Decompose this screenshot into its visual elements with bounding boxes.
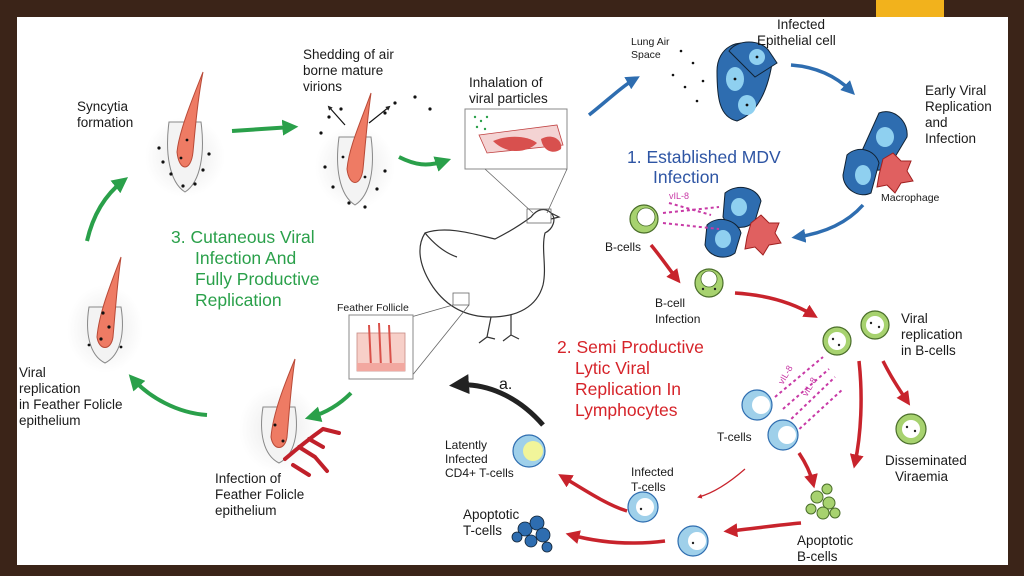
- label-feather-follicle: Feather Follicle: [337, 302, 409, 314]
- b-cell-infection: [694, 268, 724, 298]
- follicle-infection: [239, 358, 341, 477]
- label-vil8-3: vIL-8: [800, 376, 819, 398]
- vil8-dashes-2: [774, 356, 844, 434]
- t-cells: [741, 389, 799, 451]
- label-t-cells: T-cells: [717, 430, 752, 444]
- b-cells-replication: [822, 310, 890, 356]
- disseminated-cell: [895, 413, 927, 445]
- green-cycle-arrows: [85, 119, 452, 423]
- early-viral-cells: [842, 111, 914, 196]
- follicle-viral-replication: [67, 256, 143, 373]
- black-arrow-a: [449, 374, 545, 427]
- callout-lines: [410, 168, 568, 378]
- follicle-shedding: [315, 92, 432, 209]
- label-vil8-1: vIL-8: [669, 191, 689, 201]
- infected-t-cells: [627, 491, 709, 557]
- red-arrows: [558, 243, 911, 545]
- b-cell-green-1: [629, 204, 659, 234]
- label-macrophage: Macrophage: [881, 192, 940, 204]
- vil8-dashes-1: [662, 202, 720, 230]
- accent-tab: [876, 0, 944, 17]
- lung-air-space-dots: [671, 49, 705, 103]
- infected-epithelial-cells: [716, 41, 778, 122]
- label-a: a.: [499, 376, 512, 393]
- chicken-outline: [419, 208, 561, 344]
- follicle-syncytia: [145, 71, 225, 197]
- label-b-cells: B-cells: [605, 240, 641, 254]
- latent-cd4-t-cell: [512, 434, 546, 468]
- apoptotic-t-cells: [511, 515, 553, 553]
- lung-illustration: [473, 115, 564, 154]
- apoptotic-b-cells: [805, 483, 841, 520]
- feather-follicle-illustration: [356, 322, 406, 372]
- macrophage-cluster: [704, 186, 782, 258]
- blue-arrows: [587, 63, 865, 243]
- label-vil8-2: vIL-8: [776, 364, 795, 386]
- thin-red-arrow: [697, 468, 746, 499]
